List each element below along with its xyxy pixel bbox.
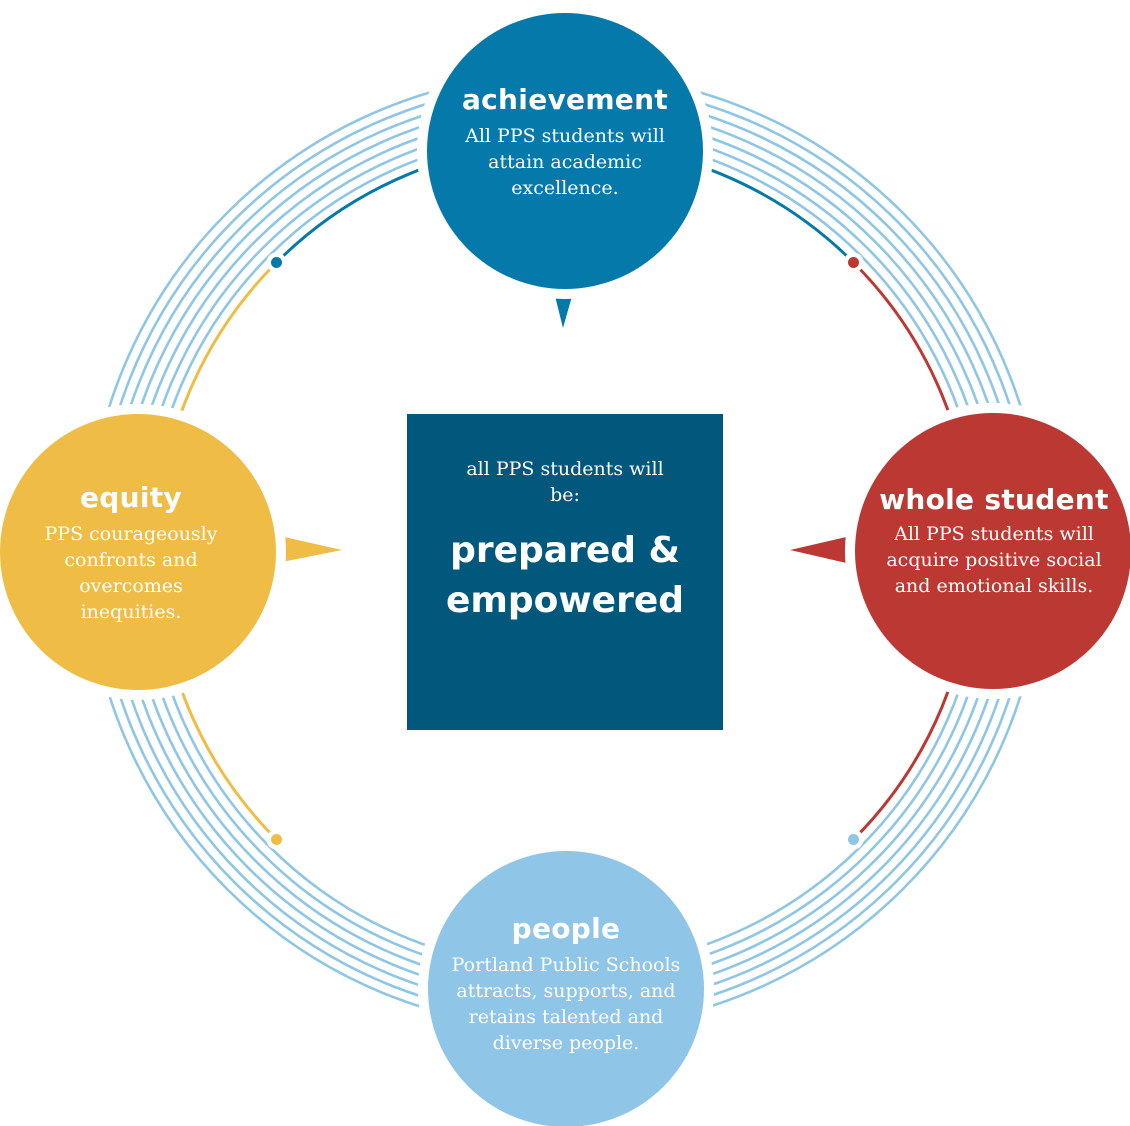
achievement-title: achievement bbox=[461, 83, 669, 116]
arc-connector-dots bbox=[266, 252, 864, 850]
center-intro-text: all PPS students will be: bbox=[466, 458, 664, 506]
equity-title: equity bbox=[79, 481, 182, 514]
dot-whole-student bbox=[847, 257, 859, 269]
whole-student-description: All PPS students will acquire positive s… bbox=[886, 523, 1102, 597]
equity-description: PPS courageously confronts and overcomes… bbox=[44, 523, 218, 623]
equity-circle bbox=[0, 414, 276, 690]
whole-student-text-group: whole student All PPS students will acqu… bbox=[868, 483, 1120, 599]
achievement-description: All PPS students will attain academic ex… bbox=[465, 125, 665, 199]
dot-equity bbox=[271, 833, 283, 845]
people-description: Portland Public Schools attracts, suppor… bbox=[451, 954, 681, 1054]
people-text-group: people Portland Public Schools attracts,… bbox=[440, 912, 692, 1056]
center-headline: prepared & empowered bbox=[445, 530, 685, 621]
goal-circles bbox=[0, 3, 1130, 1126]
whole-student-title: whole student bbox=[879, 483, 1109, 516]
people-circle bbox=[428, 851, 704, 1126]
achievement-text-group: achievement All PPS students will attain… bbox=[440, 83, 690, 201]
equity-text-group: equity PPS courageously confronts and ov… bbox=[10, 481, 252, 625]
achievement-circle bbox=[427, 13, 703, 289]
people-title: people bbox=[511, 912, 621, 945]
dot-achievement bbox=[271, 257, 283, 269]
dot-people bbox=[847, 833, 859, 845]
whole-student-circle bbox=[855, 413, 1130, 689]
center-statement-box: all PPS students will be: prepared & emp… bbox=[407, 414, 723, 730]
